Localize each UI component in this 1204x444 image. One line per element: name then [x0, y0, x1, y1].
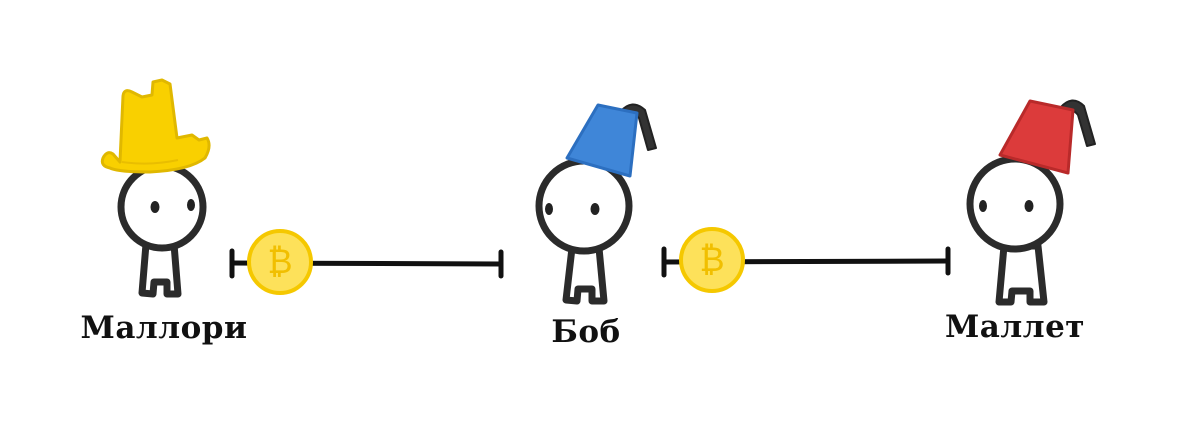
svg-text:₿: ₿ — [267, 242, 292, 282]
character-mallory — [100, 78, 211, 298]
body — [562, 244, 608, 305]
name-label-mallet: Маллет — [944, 309, 1086, 345]
bitcoin-coin-icon: ₿ — [679, 227, 745, 293]
character-mallet — [966, 99, 1096, 306]
eye-right — [187, 199, 195, 211]
eye-left — [150, 201, 160, 213]
fez-icon — [565, 103, 657, 178]
payment-channel-mallory-bob: ₿ — [229, 229, 504, 295]
payment-channel-bob-mallet: ₿ — [661, 227, 951, 293]
head — [535, 157, 633, 255]
body — [138, 240, 182, 298]
cowboy-hat-icon — [100, 78, 211, 174]
eye-left — [545, 203, 553, 215]
name-label-mallory: Маллори — [80, 310, 248, 346]
eye-right — [1024, 200, 1034, 212]
svg-text:₿: ₿ — [699, 240, 724, 280]
body — [995, 242, 1048, 306]
bitcoin-coin-icon: ₿ — [247, 229, 313, 295]
eye-right — [590, 203, 600, 215]
name-label-bob: Боб — [551, 314, 621, 350]
fez-icon — [998, 99, 1096, 175]
character-bob — [535, 103, 657, 305]
eye-left — [979, 200, 987, 212]
